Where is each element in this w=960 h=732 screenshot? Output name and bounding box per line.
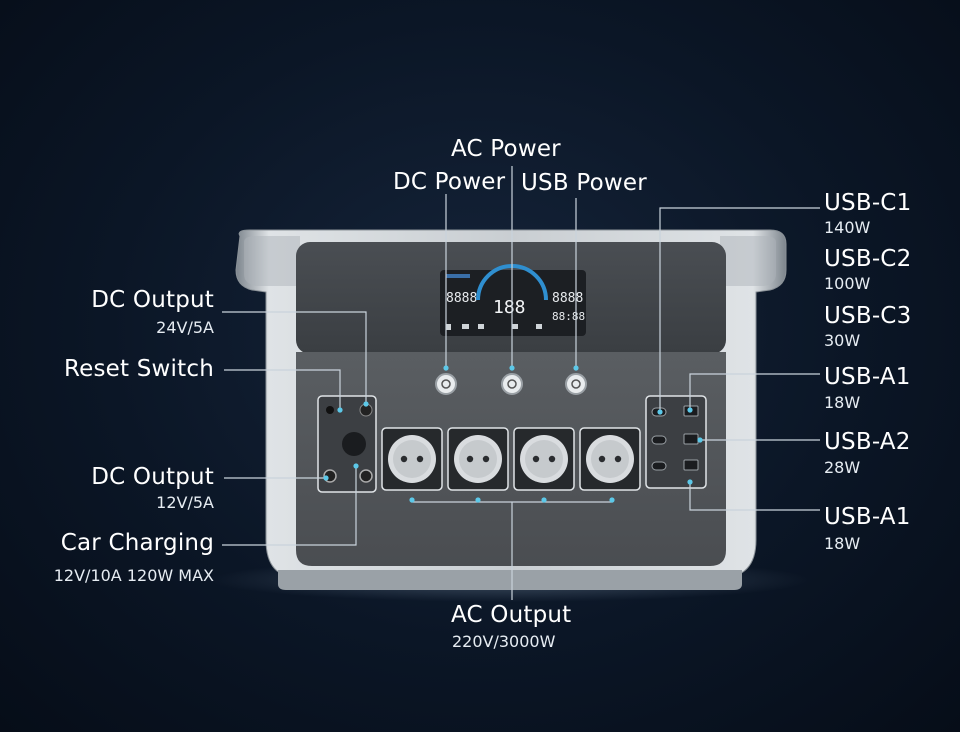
front-panel-bottom — [296, 352, 726, 566]
usb-c3-title: USB-C3 — [824, 303, 912, 329]
usb-c2-spec: 100W — [824, 274, 871, 293]
usb-a1-top-spec: 18W — [824, 393, 861, 412]
ac-sockets — [381, 427, 641, 491]
dc-output-12v-title: DC Output — [91, 464, 214, 490]
lcd-screen — [440, 270, 586, 336]
dc-output-24v-spec: 24V/5A — [156, 318, 214, 337]
power-buttons — [435, 373, 587, 395]
car-charging-title: Car Charging — [60, 530, 214, 556]
usb-a1-top-title: USB-A1 — [824, 364, 911, 390]
ac-output-spec: 220V/3000W — [452, 632, 556, 651]
usb-c1-title: USB-C1 — [824, 190, 912, 216]
usb-c1-spec: 140W — [824, 218, 871, 237]
usb-c2-title: USB-C2 — [824, 246, 912, 272]
lcd-left-value: 8888 — [446, 291, 477, 306]
ac-power-label: AC Power — [451, 136, 561, 162]
dc-output-24v-title: DC Output — [91, 287, 214, 313]
lcd-center-value: 188 — [493, 297, 526, 318]
usb-a1-bottom-spec: 18W — [824, 534, 861, 553]
reset-switch-title: Reset Switch — [63, 356, 214, 382]
usb-a1-bottom-title: USB-A1 — [824, 504, 911, 530]
usb-power-label: USB Power — [521, 170, 647, 196]
ac-output-title: AC Output — [451, 602, 572, 628]
dc-power-label: DC Power — [393, 169, 506, 195]
car-charging-spec: 12V/10A 120W MAX — [53, 566, 214, 585]
usb-c3-spec: 30W — [824, 331, 861, 350]
dc-output-12v-spec: 12V/5A — [156, 493, 214, 512]
lcd-right-value: 8888 — [552, 291, 583, 306]
lcd-time-value: 88:88 — [552, 310, 585, 323]
usb-a2-spec: 28W — [824, 458, 861, 477]
usb-a2-title: USB-A2 — [824, 429, 911, 455]
